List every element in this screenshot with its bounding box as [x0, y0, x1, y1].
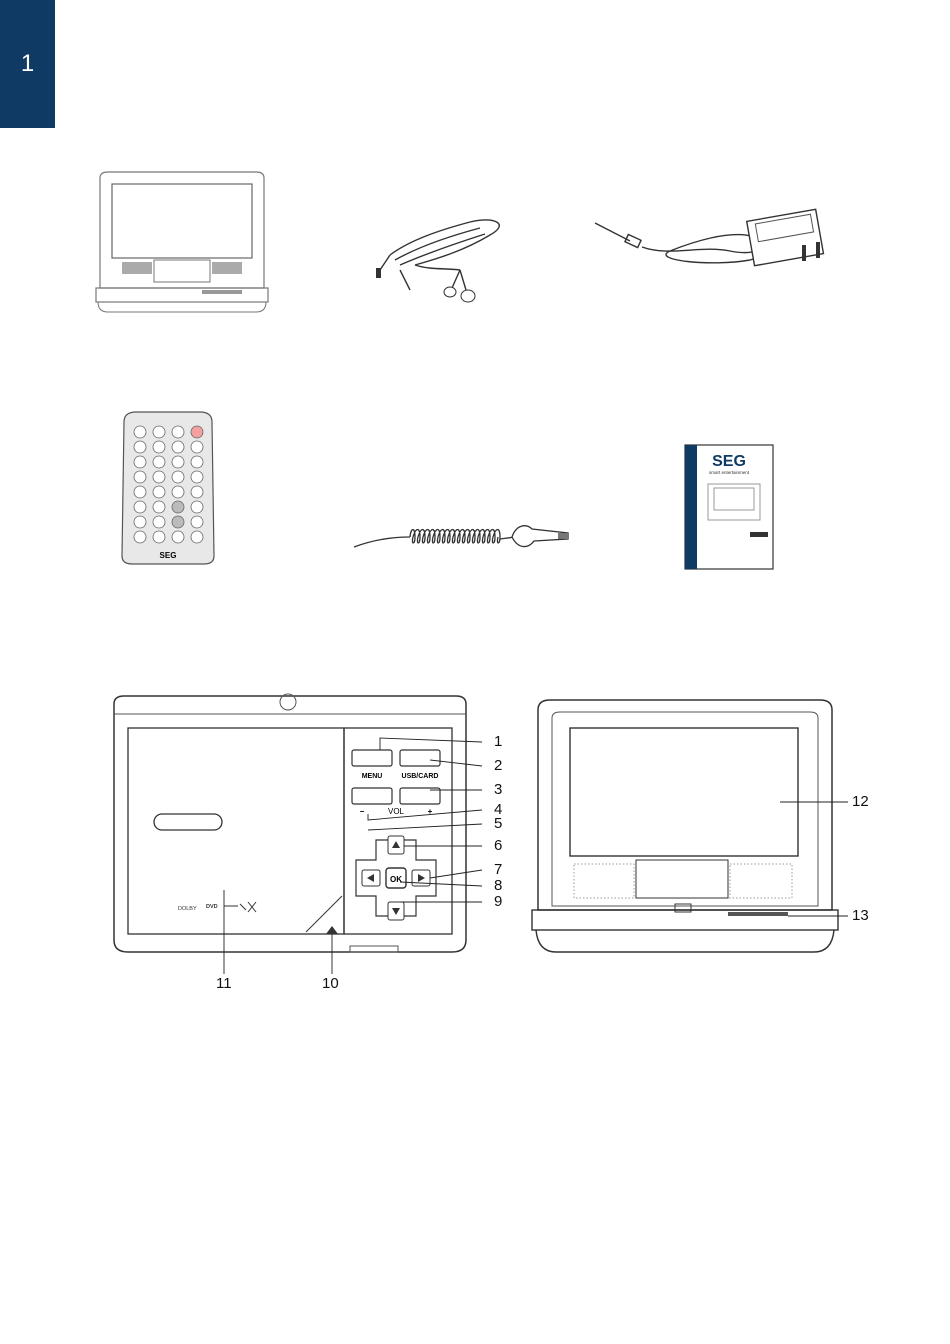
callout-1: 1: [494, 733, 502, 750]
remote-button: [172, 441, 184, 453]
callout-3: 3: [494, 781, 502, 798]
remote-button: [153, 471, 165, 483]
remote-button: [153, 516, 165, 528]
manual-tagline: smart entertainment: [709, 470, 750, 475]
remote-button: [134, 501, 146, 513]
car-adapter-illustration: [350, 515, 575, 555]
remote-button: [153, 441, 165, 453]
remote-brand-mark: SEG: [160, 551, 177, 560]
remote-button: [134, 531, 146, 543]
callout-7: 7: [494, 861, 502, 878]
ok-button-label: OK: [390, 875, 402, 884]
remote-button: [172, 486, 184, 498]
player-front-view-diagram: 12 13: [530, 690, 890, 970]
usb-card-button-label: USB/CARD: [402, 773, 439, 780]
callout-6: 6: [494, 837, 502, 854]
remote-button: [134, 486, 146, 498]
callout-12: 12: [852, 793, 869, 810]
manual-booklet-illustration: SEG smart entertainment: [684, 444, 774, 570]
chapter-tab: 1: [0, 0, 55, 128]
callout-10: 10: [322, 975, 339, 990]
callout-9: 9: [494, 893, 502, 910]
remote-button: [134, 456, 146, 468]
remote-button: [191, 441, 203, 453]
remote-button: [172, 501, 184, 513]
chapter-number: 1: [21, 50, 34, 78]
earphones-illustration: [370, 210, 520, 310]
remote-button: [172, 531, 184, 543]
power-adapter-illustration: [590, 205, 840, 285]
remote-button: [191, 486, 203, 498]
remote-button: [134, 441, 146, 453]
remote-button: [191, 516, 203, 528]
remote-button: [172, 426, 184, 438]
remote-button: [191, 501, 203, 513]
remote-button: [134, 471, 146, 483]
vol-minus-label: −: [360, 807, 365, 816]
remote-button: [191, 456, 203, 468]
remote-button: [172, 471, 184, 483]
remote-button: [191, 471, 203, 483]
remote-button: [153, 531, 165, 543]
remote-button: [191, 426, 203, 438]
remote-button: [134, 426, 146, 438]
callout-11: 11: [216, 975, 232, 990]
remote-button: [153, 426, 165, 438]
manual-brand: SEG: [712, 453, 746, 470]
callout-2: 2: [494, 757, 502, 774]
remote-button: [134, 516, 146, 528]
remote-button: [191, 531, 203, 543]
vol-label: VOL: [388, 807, 405, 816]
remote-button: [172, 516, 184, 528]
remote-button: [153, 486, 165, 498]
remote-button: [172, 456, 184, 468]
callout-8: 8: [494, 877, 502, 894]
remote-control-illustration: SEG: [118, 408, 218, 568]
remote-button: [153, 456, 165, 468]
callout-13: 13: [852, 907, 869, 924]
dolby-logo: DOLBY: [178, 906, 197, 912]
remote-button: [153, 501, 165, 513]
dvd-logo: DVD: [206, 904, 218, 910]
player-top-view-diagram: DOLBY DVD MENU USB/CARD VOL − + OK 1 2 3: [100, 690, 520, 990]
menu-button-label: MENU: [362, 773, 383, 780]
callout-5: 5: [494, 815, 502, 832]
player-front-illustration: [92, 170, 272, 320]
